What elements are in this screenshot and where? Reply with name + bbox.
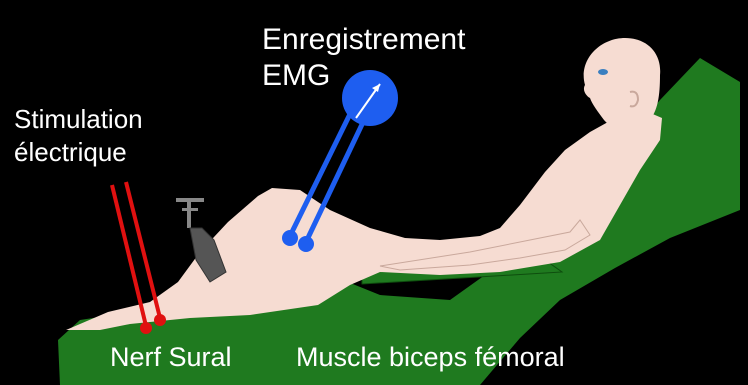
nerve-label: Nerf Sural [110,344,232,371]
recording-label: Enregistrement EMG [262,22,465,94]
stimulation-label-line2: électrique [14,136,143,169]
stimulation-label-line1: Stimulation [14,103,143,136]
recording-label-line1: Enregistrement [262,22,465,58]
recording-label-line2: EMG [262,58,465,94]
eye [598,69,608,75]
stimulation-label: Stimulation électrique [14,103,143,169]
muscle-label: Muscle biceps fémoral [296,344,565,371]
